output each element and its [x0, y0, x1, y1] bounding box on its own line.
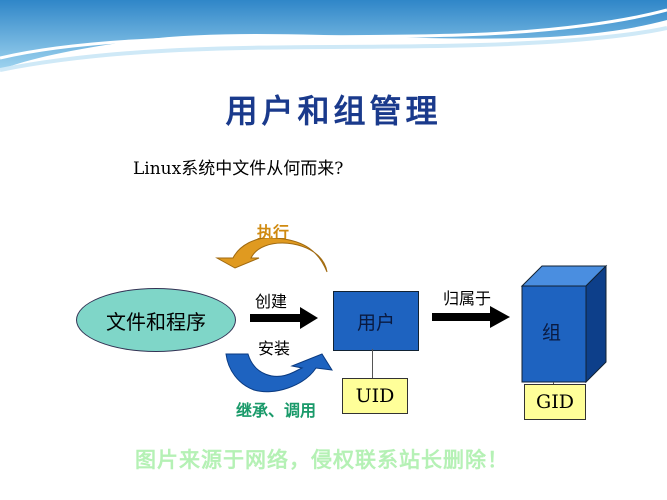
- belongs-to-label: 归属于: [443, 289, 492, 308]
- gid-box: GID: [524, 384, 586, 420]
- user-node: 用户: [333, 291, 419, 351]
- create-label: 创建: [255, 292, 288, 311]
- slide-subtitle: Linux系统中文件从何而来?: [133, 159, 344, 179]
- group-cube: [520, 264, 608, 384]
- inherit-label: 继承、调用: [236, 401, 317, 420]
- slide-title: 用户和组管理: [225, 92, 442, 130]
- inherit-curved-arrow-icon: [225, 353, 333, 393]
- files-and-programs-node: 文件和程序: [76, 288, 236, 352]
- create-arrow-icon: [250, 307, 318, 329]
- uid-connector-line: [372, 349, 373, 378]
- execute-curved-arrow-icon: [215, 238, 328, 273]
- header-wave-decoration: [0, 0, 667, 72]
- install-label: 安装: [258, 339, 291, 358]
- group-node-label: 组: [542, 322, 562, 344]
- execute-label: 执行: [257, 223, 290, 242]
- gid-connector-line: [553, 382, 554, 385]
- uid-box: UID: [342, 378, 408, 414]
- belongs-to-arrow-icon: [432, 306, 510, 328]
- watermark-text: 图片来源于网络，侵权联系站长删除！: [135, 448, 509, 472]
